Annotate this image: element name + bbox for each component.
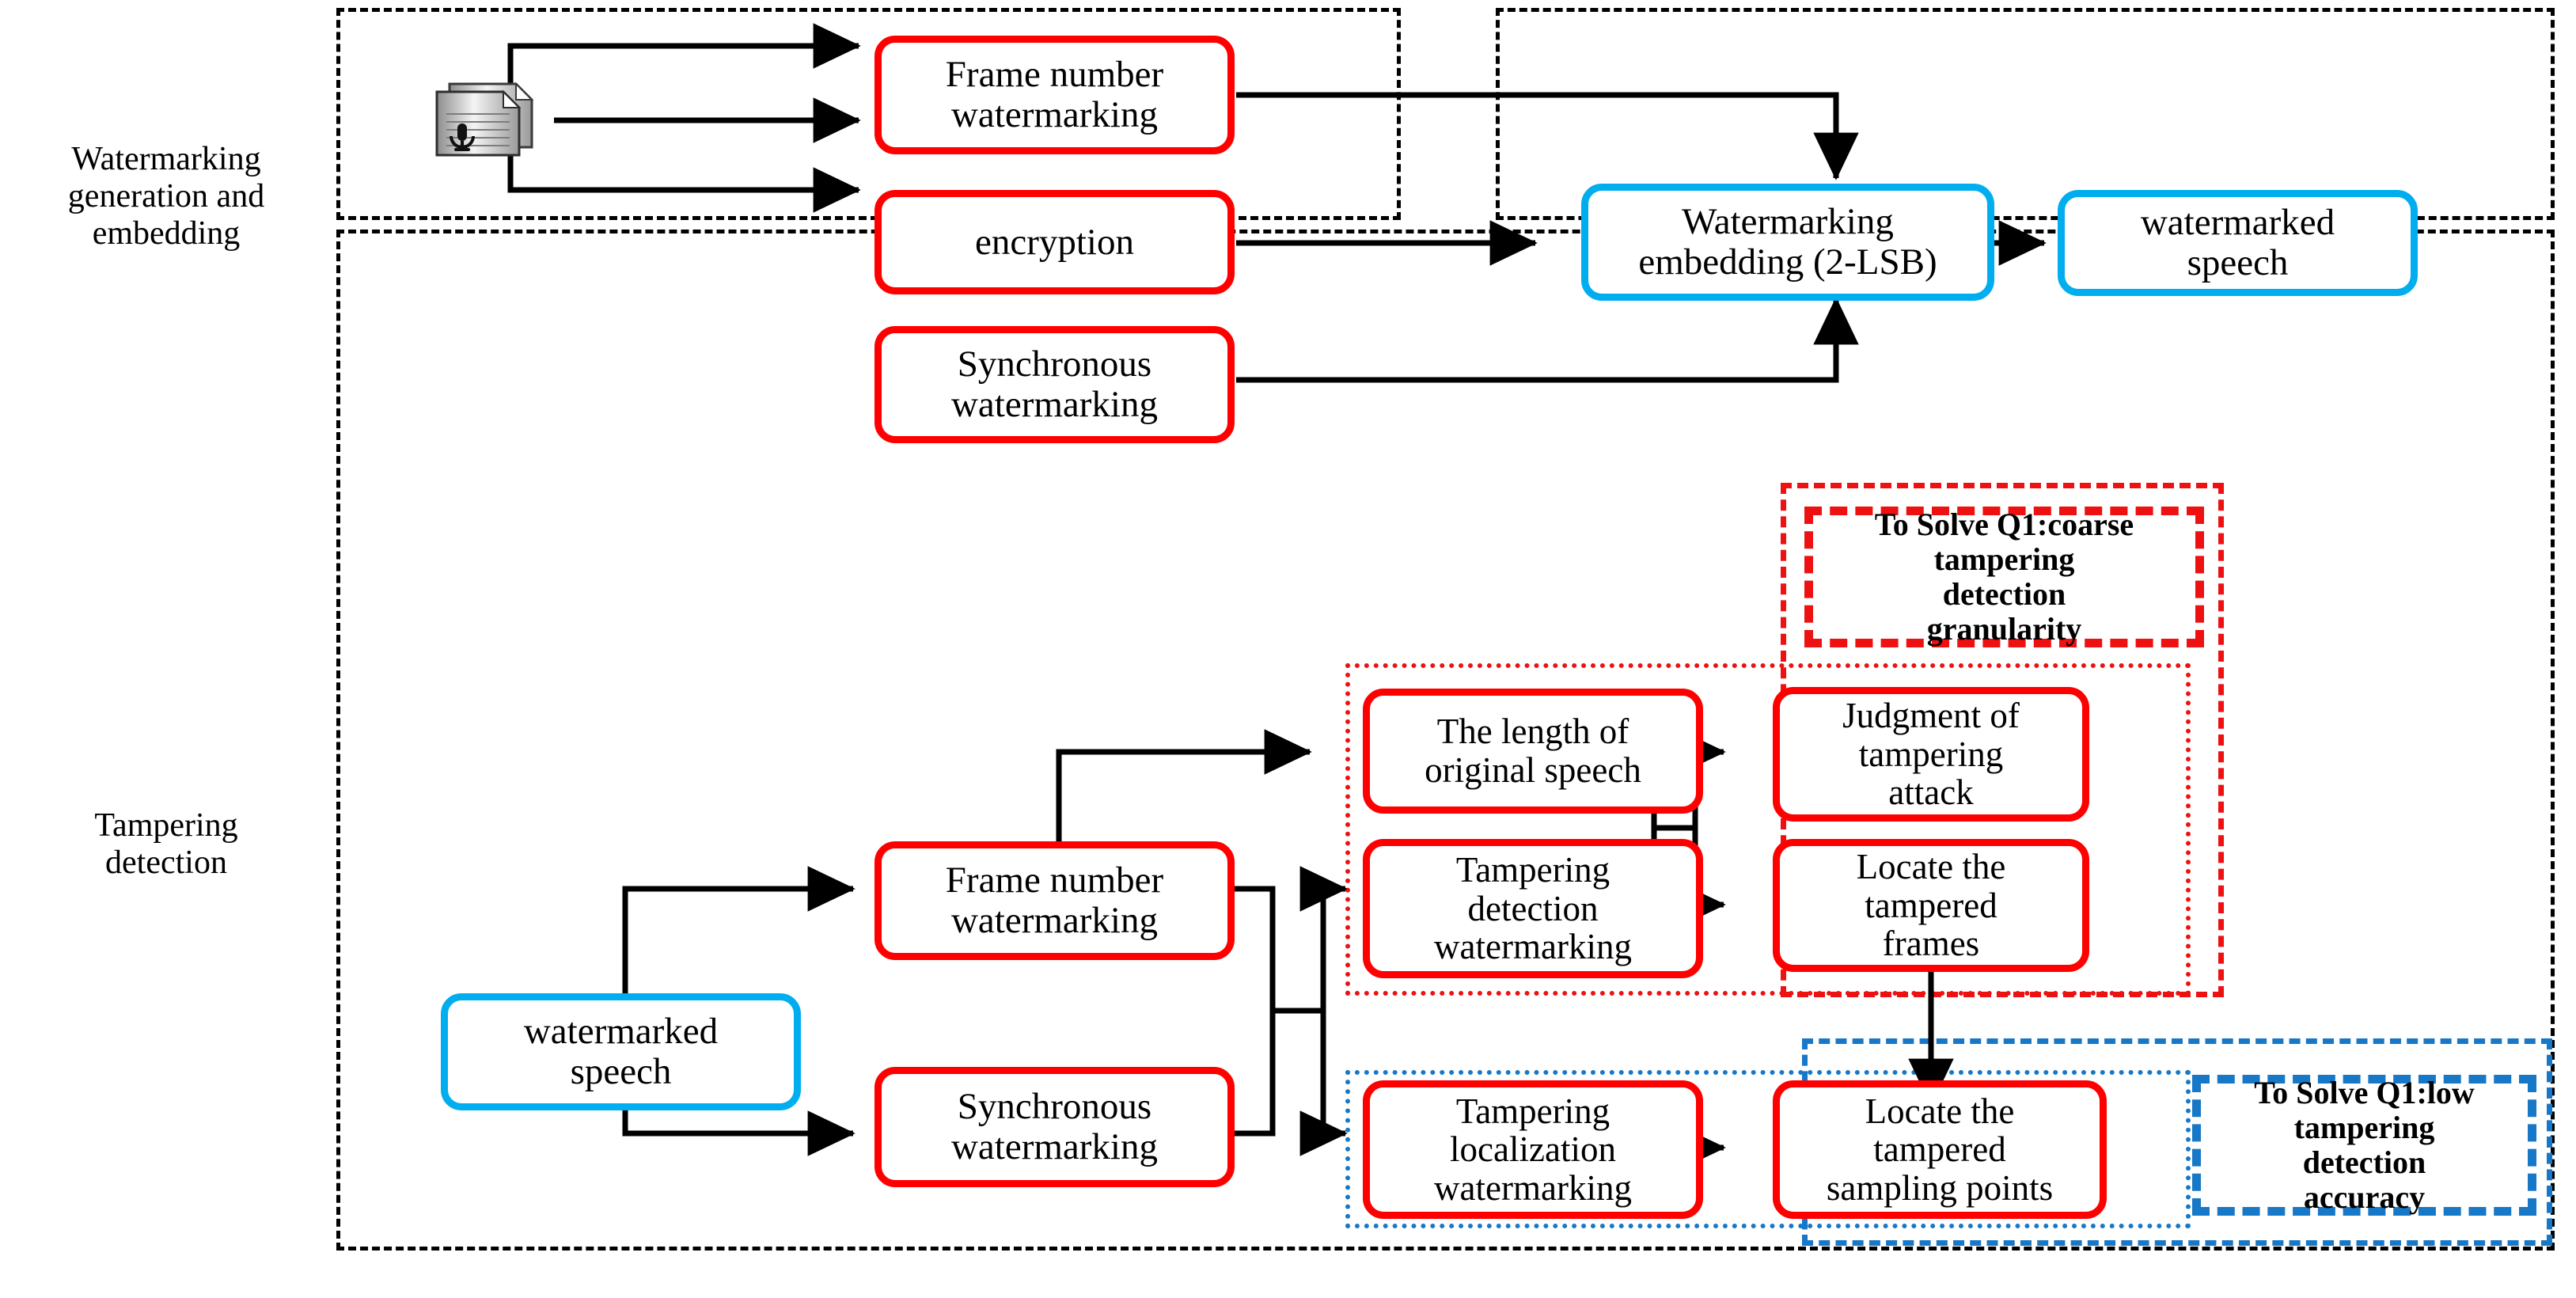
node-frame-number-watermarking[interactable]: Frame number watermarking xyxy=(874,36,1235,154)
annotation-q1-low: To Solve Q1:low tampering detection accu… xyxy=(2192,1075,2536,1216)
speech-document-icon xyxy=(435,82,534,157)
side-label-detection: Tampering detection xyxy=(94,807,238,882)
annotation-q1-coarse: To Solve Q1:coarse tampering detection g… xyxy=(1804,507,2204,647)
node-synchronous-watermarking[interactable]: Synchronous watermarking xyxy=(874,326,1235,443)
node-length-of-original-speech[interactable]: The length of original speech xyxy=(1363,689,1703,814)
node-locate-the-tampered-sampling-points[interactable]: Locate the tampered sampling points xyxy=(1773,1080,2107,1219)
node-synchronous-watermarking-detect[interactable]: Synchronous watermarking xyxy=(874,1067,1235,1187)
node-tampering-localization-watermarking[interactable]: Tampering localization watermarking xyxy=(1363,1080,1703,1219)
node-watermarking-embedding[interactable]: Watermarking embedding (2-LSB) xyxy=(1581,184,1994,301)
node-tampering-detection-watermarking[interactable]: Tampering detection watermarking xyxy=(1363,839,1703,978)
node-frame-number-watermarking-detect[interactable]: Frame number watermarking xyxy=(874,841,1235,960)
node-judgment-of-tampering-attack[interactable]: Judgment of tampering attack xyxy=(1773,687,2089,822)
node-encryption[interactable]: encryption xyxy=(874,190,1235,294)
node-watermarked-speech-output[interactable]: watermarked speech xyxy=(2058,190,2418,296)
node-watermarked-speech-input[interactable]: watermarked speech xyxy=(441,993,801,1110)
node-locate-the-tampered-frames[interactable]: Locate the tampered frames xyxy=(1773,839,2089,972)
side-label-generation: Watermarking generation and embedding xyxy=(67,141,265,252)
